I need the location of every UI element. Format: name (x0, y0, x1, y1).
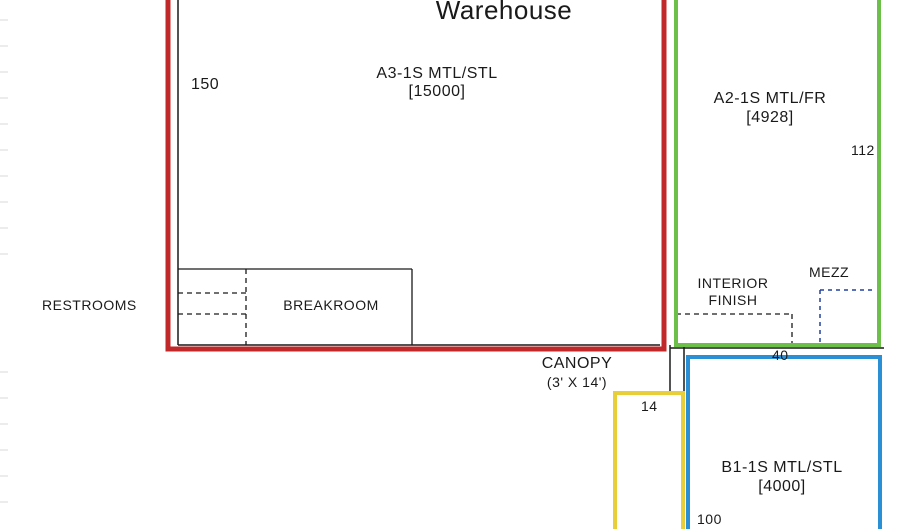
restrooms-label: RESTROOMS (42, 297, 137, 313)
warehouse-title: Warehouse (436, 0, 573, 25)
warehouse-area: [15000] (409, 83, 466, 100)
interior-finish-label-2: FINISH (709, 292, 758, 308)
canopy-label: CANOPY (542, 355, 613, 372)
warehouse-dimension: 150 (191, 76, 219, 93)
building-outline (177, 0, 884, 529)
a2-area: [4928] (746, 109, 793, 126)
mezz-label: MEZZ (809, 264, 849, 280)
interior-finish-outline (676, 313, 793, 345)
breakroom-label: BREAKROOM (283, 297, 379, 313)
a2-partial-dimension: 40 (772, 347, 789, 363)
a2-dimension: 112 (851, 142, 875, 158)
interior-finish-label-1: INTERIOR (698, 275, 769, 291)
canopy-size: (3' X 14') (547, 374, 607, 390)
warehouse-occupancy: A3-1S MTL/STL (376, 65, 497, 82)
a2-boundary (674, 0, 881, 347)
b1-boundary (686, 355, 882, 529)
small-block-dimension: 14 (641, 398, 658, 414)
margin-ticks (0, 19, 8, 503)
small-block-boundary (613, 391, 685, 529)
b1-area: [4000] (758, 478, 805, 495)
breakroom-area (178, 268, 413, 345)
mezz-outline (819, 289, 872, 345)
b1-dimension: 100 (697, 511, 722, 527)
warehouse-boundary (165, 0, 667, 352)
a2-occupancy: A2-1S MTL/FR (714, 90, 827, 107)
b1-occupancy: B1-1S MTL/STL (721, 459, 842, 476)
